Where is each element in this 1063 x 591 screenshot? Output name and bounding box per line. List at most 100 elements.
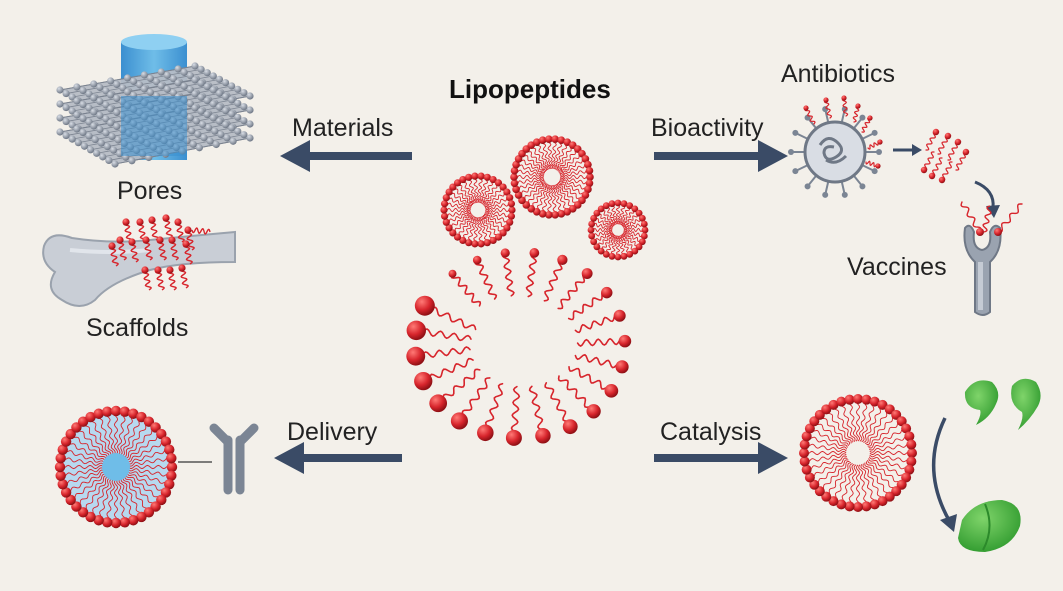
lipid-tail — [474, 259, 498, 300]
lipid-tail — [121, 416, 142, 457]
sheet-atom — [62, 103, 70, 112]
lipid-head — [494, 179, 503, 187]
lipid-head — [877, 399, 888, 410]
lipid-tail — [604, 205, 617, 225]
pore-channel — [121, 96, 187, 156]
lipid-tail — [869, 442, 912, 453]
lipid-head — [804, 472, 815, 483]
lipid-tail — [620, 205, 630, 226]
delivery-arrow — [274, 442, 402, 474]
lipid-tail — [113, 410, 119, 455]
sheet-atom — [212, 140, 220, 149]
lipid-head — [77, 416, 89, 427]
lipid-head — [631, 205, 639, 213]
lipid-head — [828, 496, 839, 507]
lipid-head — [581, 268, 593, 279]
sheet-atom — [221, 79, 230, 87]
lipid-tail — [484, 210, 512, 218]
lipid-tail — [826, 462, 852, 498]
lipid-head — [184, 226, 192, 234]
lipid-tail — [485, 207, 513, 213]
sheet-atom — [62, 131, 70, 140]
lipid-head — [613, 309, 626, 322]
lipid-head — [406, 320, 427, 341]
lipid-tail — [126, 440, 167, 463]
lipid-tail — [610, 203, 619, 225]
lipid-head — [445, 188, 453, 196]
lipid-tail — [437, 368, 481, 405]
lipopeptide-ring — [406, 248, 632, 446]
lipid-tail — [861, 117, 871, 133]
lipid-tail — [606, 234, 616, 255]
lipid-tail — [618, 203, 626, 225]
lipid-tail — [452, 187, 474, 206]
lipid-tail — [947, 141, 959, 161]
lipid-tail — [118, 478, 135, 521]
lipid-head — [799, 456, 810, 467]
vaccine-lipopeptides — [960, 201, 1023, 236]
sheet-atom — [234, 99, 242, 107]
lipid-tail — [621, 208, 635, 226]
sheet-atom — [209, 114, 217, 122]
sheet-atom — [96, 111, 104, 120]
micelle — [510, 135, 594, 219]
sheet-atom — [246, 106, 254, 114]
lipid-head — [174, 218, 182, 226]
lipid-tail — [559, 179, 589, 190]
lipid-head — [538, 136, 547, 144]
sheet-atom — [197, 107, 205, 115]
lipid-tail — [819, 460, 850, 492]
lipid-tail — [60, 457, 105, 466]
lipid-head — [449, 229, 457, 237]
bioactivity-arrow — [654, 140, 788, 172]
lipid-head — [638, 214, 646, 222]
lipid-tail — [467, 177, 478, 204]
scaffold-lipopeptides — [108, 214, 211, 291]
lipid-tail — [70, 473, 107, 501]
scaffolds-label: Scaffolds — [86, 314, 189, 342]
lipid-tail — [445, 197, 472, 208]
lipid-head — [626, 250, 634, 258]
lipid-tail — [521, 153, 546, 172]
lipid-tail — [869, 454, 912, 463]
sheet-atom — [90, 108, 98, 116]
lipid-tail — [600, 208, 616, 226]
lipid-tail — [596, 213, 614, 227]
sheet-atom — [136, 81, 144, 89]
lipid-tail — [557, 183, 579, 206]
lipid-head — [614, 253, 622, 261]
lipid-tail — [809, 457, 848, 479]
lipid-tail — [536, 184, 549, 213]
sheet-atom — [113, 80, 121, 89]
lipid-tail — [617, 235, 626, 257]
lipid-head — [182, 240, 190, 248]
lipid-head — [57, 479, 68, 490]
lipid-head — [562, 419, 578, 435]
lipid-tail — [501, 252, 515, 297]
lipid-tail — [59, 464, 104, 470]
micelle — [799, 394, 917, 512]
lipid-head — [414, 295, 435, 316]
lipid-tail — [804, 453, 847, 464]
lipid-tail — [462, 216, 475, 241]
sheet-atom — [200, 134, 208, 142]
sheet-atom — [107, 119, 115, 127]
sheet-atom — [191, 76, 199, 84]
sheet-atom — [180, 68, 188, 76]
lipid-tail — [864, 462, 891, 497]
lipid-tail — [568, 366, 613, 392]
sheet-atom — [169, 89, 178, 97]
lipid-head — [844, 501, 855, 512]
sheet-atom — [246, 120, 254, 128]
lipid-head — [551, 135, 559, 143]
lipid-tail — [865, 461, 897, 492]
lipid-head — [593, 243, 601, 251]
lipid-tail — [855, 398, 861, 442]
lipid-head — [471, 172, 479, 180]
lipid-tail — [955, 151, 967, 171]
spike-tip — [871, 129, 878, 136]
materials-arrow — [280, 140, 412, 172]
lipid-head — [162, 214, 170, 222]
lipid-tail — [62, 449, 105, 464]
sheet-atom — [211, 127, 219, 135]
